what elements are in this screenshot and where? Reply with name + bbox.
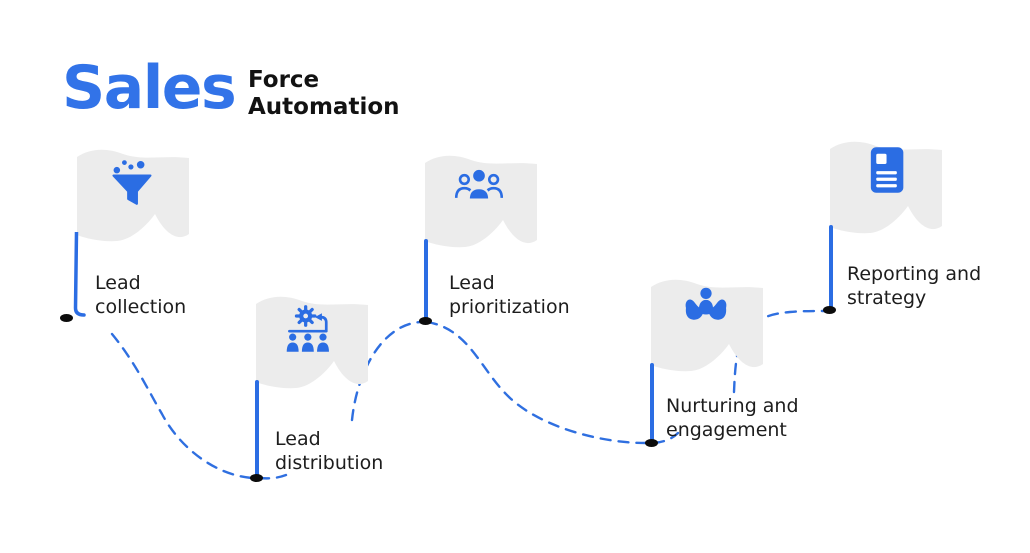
path-node-dot (250, 474, 263, 482)
flag-pole (255, 380, 259, 476)
milestone-label: Lead distribution (275, 428, 384, 474)
page-subtitle: Force Automation (248, 67, 400, 121)
path-node-dot (645, 439, 658, 447)
path-node-dot (419, 317, 432, 325)
path-segment-1-2 (110, 332, 254, 480)
page-subtitle-line1: Force (248, 67, 320, 93)
milestone-label: Lead collection (95, 272, 187, 318)
flag-pole (73, 232, 86, 317)
milestone-label: Nurturing and engagement (666, 395, 799, 441)
path-segment-2-3b (350, 320, 423, 422)
path-node-dot (60, 314, 73, 322)
flag-pole (829, 225, 833, 308)
page-subtitle-line2: Automation (248, 94, 400, 120)
milestone-label: Lead prioritization (449, 272, 570, 318)
report-document-icon (870, 147, 904, 193)
milestone-label: Reporting and strategy (847, 263, 982, 309)
gear-people-icon (286, 305, 329, 352)
flag-pole (424, 239, 428, 319)
hands-person-icon (685, 287, 727, 320)
flag-pole (650, 363, 654, 441)
page-title: Sales (62, 53, 237, 123)
path-segment-3-4 (425, 320, 648, 445)
people-group-icon (454, 167, 504, 201)
path-node-dot (823, 306, 836, 314)
funnel-icon (112, 160, 152, 205)
